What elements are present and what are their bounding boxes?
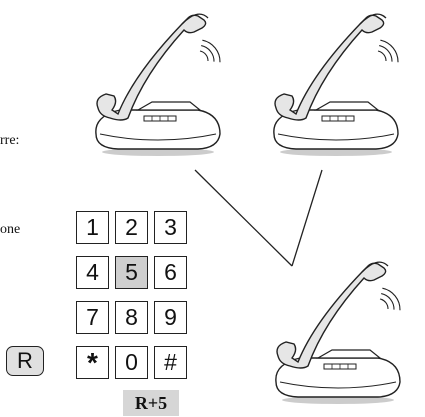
phone-base-seam [279, 381, 397, 389]
phone-handset [274, 14, 385, 121]
phone-handset-earpiece [361, 261, 389, 273]
phone-cradle [135, 101, 202, 111]
ringing-wave-icon [379, 45, 393, 62]
phone-shadow [280, 148, 392, 156]
ringing-wave-icon [381, 293, 395, 310]
ringing-wave-icon [380, 39, 399, 63]
phone-handset-earpiece [181, 13, 209, 25]
ringing-wave-icon [382, 287, 401, 311]
ringing-wave-icon [199, 50, 209, 62]
key-5-highlighted: 5 [115, 256, 148, 289]
key-9: 9 [154, 301, 187, 334]
left-label-fragment-lower: one [0, 222, 21, 237]
phone-shadow [282, 396, 394, 404]
ringing-wave-icon [379, 298, 389, 310]
key-4: 4 [76, 256, 109, 289]
key-7: 7 [76, 301, 109, 334]
left-label-fragment-upper: rre: [0, 133, 20, 148]
phone-handset [96, 14, 207, 121]
key-0: 0 [115, 346, 148, 379]
phone-handset-earpiece [359, 13, 387, 25]
combo-label: R+5 [123, 390, 179, 416]
ringing-wave-icon [201, 45, 215, 62]
key-hash: # [154, 346, 187, 379]
phone-top-right [273, 13, 399, 156]
key-star: * [76, 346, 109, 379]
connector-line-right [291, 169, 323, 267]
ringing-wave-icon [377, 50, 387, 62]
connector-line-left [194, 169, 293, 267]
phone-handset [276, 262, 387, 369]
key-6: 6 [154, 256, 187, 289]
phone-base-seam [99, 133, 217, 141]
phone-top-left [95, 13, 221, 156]
phone-base-seam [277, 133, 395, 141]
key-2: 2 [115, 211, 148, 244]
phone-cradle [313, 101, 380, 111]
key-8: 8 [115, 301, 148, 334]
phone-shadow [102, 148, 214, 156]
r-key: R [6, 346, 44, 376]
key-3: 3 [154, 211, 187, 244]
phone-bottom-right [275, 261, 401, 404]
ringing-wave-icon [202, 39, 221, 63]
phone-cradle [315, 349, 382, 359]
key-1: 1 [76, 211, 109, 244]
